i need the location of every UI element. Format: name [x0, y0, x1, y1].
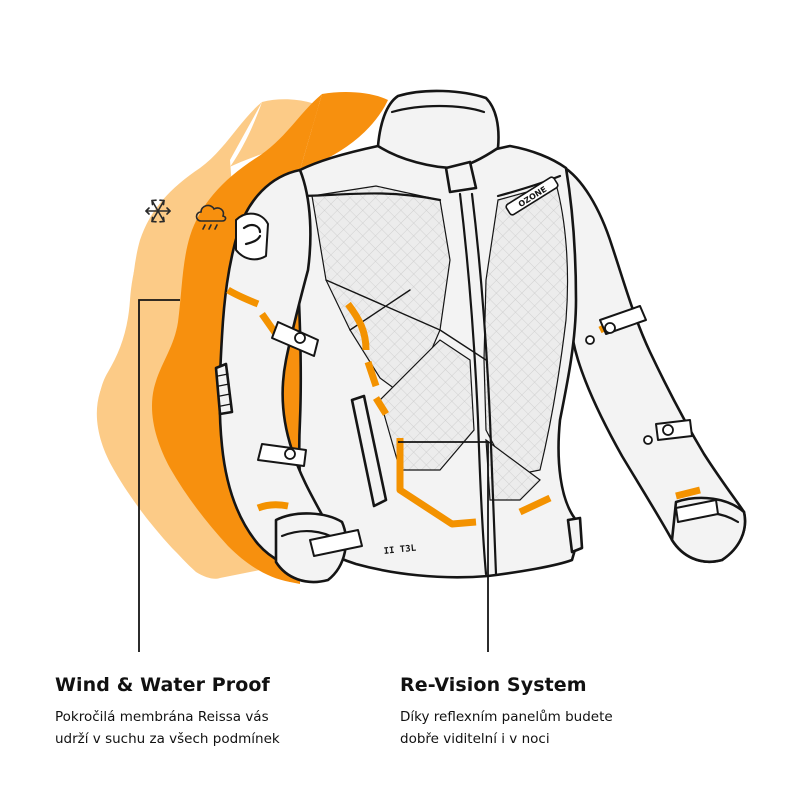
wind-water-callout-line [138, 299, 180, 652]
feature-title: Wind & Water Proof [55, 674, 270, 696]
feature-description: Díky reflexním panelům budete dobře vidi… [400, 706, 613, 750]
feature-description-line: Díky reflexním panelům budete [400, 709, 613, 725]
rain-cloud-icon [195, 204, 227, 230]
feature-description-line: udrží v suchu za všech podmínek [55, 731, 280, 747]
feature-wind-water-proof: Wind & Water Proof Pokročilá membrána Re… [55, 674, 280, 750]
feature-title: Re-Vision System [400, 674, 587, 696]
snowflake-icon [145, 199, 171, 223]
feature-description-line: dobře viditelní i v noci [400, 731, 550, 747]
hem-label: II T3L [383, 544, 417, 557]
feature-description-line: Pokročilá membrána Reissa vás [55, 709, 269, 725]
feature-description: Pokročilá membrána Reissa vás udrží v su… [55, 706, 280, 750]
re-vision-callout-line [398, 441, 489, 652]
jacket: OZONE II T3L [214, 89, 747, 584]
feature-re-vision-system: Re-Vision System Díky reflexním panelům … [400, 674, 613, 750]
